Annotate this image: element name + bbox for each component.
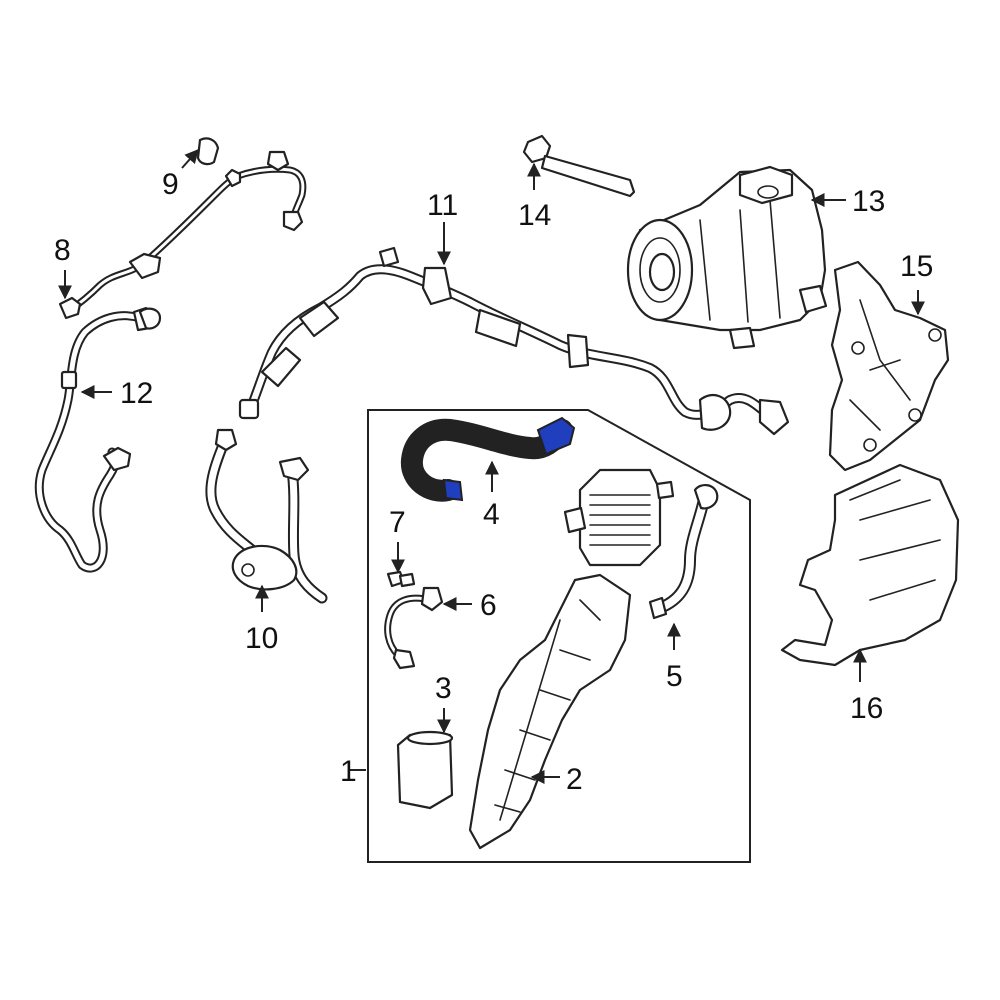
callout-7: 7 bbox=[389, 506, 406, 539]
callout-6: 6 bbox=[480, 589, 497, 622]
callout-12: 12 bbox=[120, 377, 153, 410]
callout-14: 14 bbox=[518, 199, 551, 232]
part-8-9-line[interactable] bbox=[58, 137, 307, 320]
callout-15: 15 bbox=[900, 250, 933, 283]
callout-9: 9 bbox=[162, 168, 179, 201]
part-14-bolt[interactable] bbox=[522, 134, 636, 198]
part-4-coolant-hose[interactable] bbox=[401, 416, 576, 502]
part-7-bolt[interactable] bbox=[386, 570, 416, 588]
callout-4: 4 bbox=[483, 498, 500, 531]
assembly-frame bbox=[367, 409, 751, 863]
callout-8: 8 bbox=[54, 234, 71, 267]
callout-11: 11 bbox=[427, 189, 458, 222]
part-12-ac-line[interactable] bbox=[34, 306, 162, 573]
part-13-compressor[interactable] bbox=[626, 165, 828, 350]
part-3-filter[interactable] bbox=[396, 730, 454, 810]
part-16-heat-shield[interactable] bbox=[780, 463, 960, 667]
callout-2: 2 bbox=[566, 763, 583, 796]
callout-10: 10 bbox=[245, 622, 278, 655]
callout-5: 5 bbox=[666, 660, 683, 693]
leader-lines bbox=[58, 148, 925, 784]
callout-1: 1 bbox=[340, 755, 357, 788]
part-5-hose[interactable] bbox=[648, 484, 719, 620]
callout-13: 13 bbox=[852, 185, 885, 218]
part-6-tube[interactable] bbox=[384, 586, 444, 670]
callout-16: 16 bbox=[850, 692, 883, 725]
part-11-ac-line[interactable] bbox=[238, 246, 790, 436]
oil-cooler[interactable] bbox=[563, 468, 675, 567]
part-2-housing[interactable] bbox=[468, 573, 632, 850]
part-10-ac-line[interactable] bbox=[205, 428, 328, 604]
part-15-bracket[interactable] bbox=[828, 260, 950, 472]
callout-3: 3 bbox=[435, 672, 452, 705]
